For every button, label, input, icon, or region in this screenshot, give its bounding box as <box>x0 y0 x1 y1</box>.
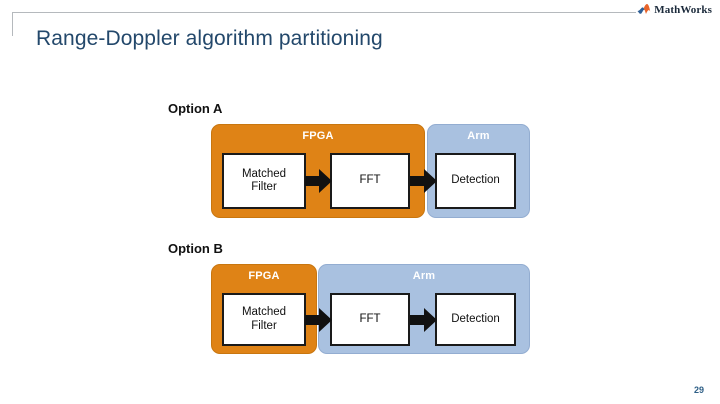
option-b-block-fft[interactable]: FFT <box>330 293 410 346</box>
option-a-arrow-fft-to-detection <box>410 169 437 193</box>
mathworks-logo-text: MathWorks <box>654 3 712 16</box>
option-a-block-fft[interactable]: FFT <box>330 153 410 209</box>
option-a-arrow-matched-filter-to-fft <box>305 169 332 193</box>
slide-frame-left-line <box>12 12 13 36</box>
slide-frame-top-line <box>12 12 636 13</box>
option-a-block-fft-label: FFT <box>359 174 381 187</box>
option-b-block-fft-label: FFT <box>359 312 381 325</box>
option-a-label: Option A <box>168 101 223 116</box>
option-b-block-matched-filter-line1: Matched <box>241 306 287 319</box>
option-b-block-detection[interactable]: Detection <box>435 293 516 346</box>
option-a-block-matched-filter-line1: Matched <box>241 167 287 180</box>
option-a-zone-fpga-label: FPGA <box>302 130 334 142</box>
option-a-block-detection[interactable]: Detection <box>435 153 516 209</box>
option-b-zone-fpga-label: FPGA <box>248 270 280 282</box>
option-b-block-detection-label: Detection <box>451 312 500 325</box>
option-a-block-detection-label: Detection <box>451 174 500 187</box>
page-number: 29 <box>693 385 704 395</box>
option-a-block-matched-filter-line2: Filter <box>251 181 277 193</box>
option-b-arrow-fft-to-detection <box>410 308 437 332</box>
option-b-label: Option B <box>168 241 223 256</box>
option-b-arrow-matched-filter-to-fft <box>305 308 332 332</box>
option-b-block-matched-filter[interactable]: Matched Filter <box>222 293 306 346</box>
option-b-block-matched-filter-line2: Filter <box>251 319 277 332</box>
mathworks-membrane-icon <box>637 4 651 14</box>
option-a-block-matched-filter[interactable]: Matched Filter <box>222 153 306 209</box>
page-title: Range-Doppler algorithm partitioning <box>36 27 383 50</box>
mathworks-logo: MathWorks <box>637 3 712 16</box>
option-b-zone-arm-label: Arm <box>412 270 436 282</box>
option-a-zone-arm-label: Arm <box>467 130 490 142</box>
